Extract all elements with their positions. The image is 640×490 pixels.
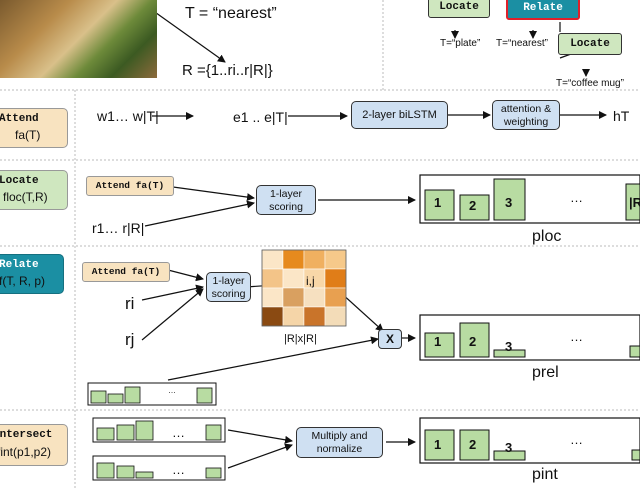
locate-bar-container xyxy=(419,174,640,224)
r-set-label: R ={1..ri..r|R|} xyxy=(182,62,273,79)
intersect-arrow-top xyxy=(227,429,293,444)
module-relate-box: Relate f(T, R, p) xyxy=(0,254,64,294)
bilstm-box: 2-layer biLSTM xyxy=(351,101,448,129)
relate-bar-container xyxy=(419,314,640,361)
module-attend-name: Attend xyxy=(0,113,39,125)
tree-t-nearest: T=“nearest” xyxy=(496,38,548,49)
tree-locate-right: Locate xyxy=(558,33,622,55)
relate-matrix-label: |R|x|R| xyxy=(284,333,317,345)
relate-arrow-ri xyxy=(141,284,204,301)
relate-bar-label-1: 1 xyxy=(434,334,442,349)
relate-ri: ri xyxy=(125,294,135,313)
intersect-output-pint: pint xyxy=(532,466,558,483)
attend-w-seq: w1… w|T| xyxy=(97,108,159,124)
locate-bar-last xyxy=(625,183,640,221)
relate-rj: rj xyxy=(125,330,135,349)
sandwich-photo xyxy=(0,0,157,78)
locate-bar-label-last: |R| xyxy=(629,195,640,210)
t-nearest-label: T = “nearest” xyxy=(185,5,277,22)
module-relate-sig: f(T, R, p) xyxy=(0,274,46,288)
relate-arrow-small-bars xyxy=(167,336,379,381)
locate-ellipsis: … xyxy=(570,190,583,205)
relate-small-ellipsis: … xyxy=(168,386,176,395)
relate-ellipsis: … xyxy=(570,329,583,344)
relate-arrow-attend xyxy=(167,269,204,282)
intersect-bar-1 xyxy=(424,429,455,461)
locate-arrow-attend xyxy=(172,186,255,202)
tree-relate: Relate xyxy=(506,0,580,20)
attend-e-seq: e1 .. e|T| xyxy=(233,109,288,125)
attention-box: attention &weighting xyxy=(492,100,560,130)
tree-t-plate: T=“plate” xyxy=(440,38,481,49)
intersect-strip-bottom xyxy=(92,455,226,481)
intersect-bar-container xyxy=(419,417,640,464)
intersect-ellipsis-top: … xyxy=(172,425,185,440)
module-locate-name: Locate xyxy=(0,175,39,187)
relate-multiply-box: X xyxy=(378,329,402,349)
module-intersect-box: Intersect fint(p1,p2) xyxy=(0,424,68,466)
intersect-ellipsis: … xyxy=(570,432,583,447)
module-intersect-sig: fint(p1,p2) xyxy=(0,445,52,459)
intersect-arrow-bottom xyxy=(227,443,293,469)
relate-bar-label-3: 3 xyxy=(505,339,513,354)
relate-arrow-rj xyxy=(141,288,204,341)
locate-bar-label-2: 2 xyxy=(469,198,477,213)
intersect-bar-label-3: 3 xyxy=(505,440,513,455)
locate-r-seq: r1… r|R| xyxy=(92,220,145,236)
tree-locate-left: Locate xyxy=(428,0,490,18)
module-locate-sig: floc(T,R) xyxy=(3,190,48,204)
locate-arrow-r xyxy=(144,200,255,227)
locate-bar-3 xyxy=(493,178,526,221)
locate-output-ploc: ploc xyxy=(532,228,562,245)
intersect-bar-label-1: 1 xyxy=(434,437,442,452)
locate-bar-2 xyxy=(459,194,490,221)
intersect-bar-2 xyxy=(459,429,490,461)
module-locate-box: Locate floc(T,R) xyxy=(0,170,68,210)
locate-bar-label-3: 3 xyxy=(505,195,513,210)
intersect-ellipsis-bottom: … xyxy=(172,462,185,477)
intersect-strip-top xyxy=(92,417,226,443)
relate-bar-label-2: 2 xyxy=(469,334,477,349)
module-attend-box: Attend fa(T) xyxy=(0,108,68,148)
relate-cell-ij: i,j xyxy=(306,274,315,288)
relate-bar-1 xyxy=(424,332,455,358)
module-attend-sig: fa(T) xyxy=(15,128,41,142)
locate-bar-1 xyxy=(424,189,455,221)
relate-heatmap xyxy=(261,249,347,327)
relate-output-prel: prel xyxy=(532,364,559,381)
intersect-bar-label-2: 2 xyxy=(469,437,477,452)
module-intersect-name: Intersect xyxy=(0,429,53,441)
relate-bar-2 xyxy=(459,322,490,358)
attend-output-ht: hT xyxy=(613,108,630,124)
relate-heatmap-border xyxy=(261,249,347,327)
tree-t-coffee-mug: T=“coffee mug” xyxy=(556,78,624,89)
locate-attend-chip: Attend fa(T) xyxy=(86,176,174,196)
relate-bar-3 xyxy=(493,349,526,358)
module-relate-name: Relate xyxy=(0,259,39,271)
photo-to-r-arrow xyxy=(151,9,226,63)
intersect-bar-last xyxy=(631,449,640,461)
locate-bar-label-1: 1 xyxy=(434,195,442,210)
relate-attend-chip: Attend fa(T) xyxy=(82,262,170,282)
relate-bar-last xyxy=(629,345,640,358)
intersect-bar-3 xyxy=(493,450,526,461)
